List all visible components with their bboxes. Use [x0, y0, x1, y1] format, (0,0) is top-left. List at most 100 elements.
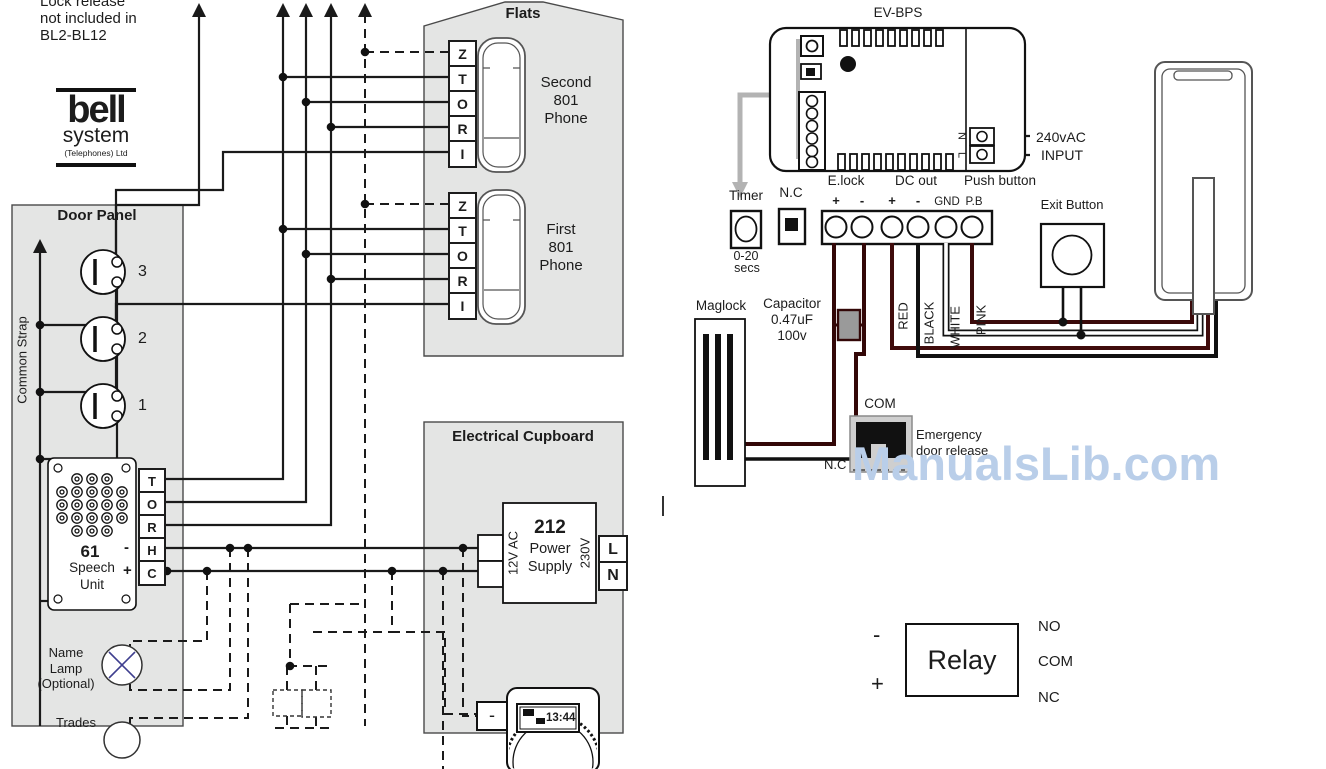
maglock-label: Maglock [695, 298, 747, 313]
speech-terminal-h: H [138, 537, 166, 563]
nc-box [777, 207, 807, 246]
junction-dots [35, 47, 1086, 671]
call-buttons [80, 249, 126, 429]
speech-unit-label-2: Unit [79, 577, 105, 592]
psu-12vac-label: 12V AC [505, 530, 521, 576]
clock-minus-label: - [489, 705, 495, 725]
black-wire [916, 243, 1218, 358]
colored-wires [745, 243, 1218, 461]
speech-terminal-c: C [138, 560, 166, 586]
phone2-terminal-z: Z [448, 40, 477, 68]
logo-word-bell: bell [67, 89, 126, 131]
phone1-terminal-i: I [448, 292, 477, 320]
pin-plus-1: + [832, 193, 840, 208]
common-strap-label: Common Strap [14, 316, 30, 404]
psu-terminal-n: N [598, 561, 628, 591]
evbps-unit [768, 26, 1027, 173]
timer-label: Timer [729, 188, 763, 203]
relay-minus: - [873, 622, 881, 647]
relay-nc: NC [1038, 689, 1060, 706]
manualslib-watermark: ManualsLib.com [852, 437, 1221, 490]
relay-no: NO [1038, 618, 1061, 635]
trades-label: Trades [56, 715, 96, 730]
phone1-terminal-t: T [448, 217, 477, 245]
button-2-label: 2 [138, 330, 147, 347]
phone1-terminal-z: Z [448, 192, 477, 220]
gray-arrow [737, 92, 770, 182]
connector-teeth-top [839, 29, 944, 47]
timer-range-1: 0-20 [733, 249, 759, 263]
phone2-terminal-i: I [448, 140, 477, 168]
dcout-group-label: DC out [894, 173, 938, 188]
connector-teeth-bottom [837, 153, 954, 171]
red-wire [890, 243, 1210, 350]
relay-box: Relay [905, 623, 1019, 697]
optional-dashed-boxes [272, 689, 332, 718]
speech-plus: + [123, 562, 132, 579]
timer-box [729, 209, 763, 250]
terminal-block [820, 209, 994, 246]
pin-minus-1: - [859, 193, 865, 208]
psu-230v-label: 230V [577, 537, 593, 569]
elock-group-label: E.lock [827, 173, 865, 188]
speech-minus: - [124, 539, 129, 556]
black-wire-label: BLACK [921, 301, 937, 345]
first-phone-handset [477, 189, 526, 325]
clock-time: 13:44 [546, 712, 576, 724]
relay-com: COM [1038, 653, 1073, 670]
phone2-terminal-o: O [448, 90, 477, 118]
logo-word-telephones: (Telephones) Ltd [64, 148, 128, 159]
pin-plus-2: + [888, 193, 896, 208]
led-dot [840, 56, 856, 72]
gray-arrowhead [732, 182, 748, 198]
text-cursor-artifact [662, 496, 664, 516]
time-clock [476, 687, 600, 769]
name-lamp-symbol [101, 644, 143, 686]
dashed-wires [129, 14, 477, 769]
capacitor-body [836, 308, 862, 342]
maglock-body [694, 318, 746, 487]
exit-button-body [1039, 222, 1106, 289]
second-phone-handset [477, 37, 526, 173]
red-wire-label: RED [895, 302, 911, 330]
power-supply-body [477, 502, 597, 604]
relay-plus: + [871, 671, 884, 696]
white-wire [944, 243, 1202, 335]
phone1-terminal-r: R [448, 267, 477, 295]
cupboard-title: Electrical Cupboard [452, 428, 594, 445]
phone1-terminal-o: O [448, 242, 477, 270]
pin-gnd: GND [934, 196, 960, 208]
speech-unit-label-1: Speech [69, 560, 115, 575]
door-panel-title: Door Panel [57, 207, 137, 224]
input-240vac-label: 240vAC [1036, 129, 1086, 145]
timer-range-2: secs [734, 261, 760, 275]
logo-word-system: system [62, 124, 130, 148]
bell-system-logo: bell system (Telephones) Ltd [56, 88, 136, 168]
evbps-l-label: L [955, 151, 968, 159]
door-frame [1154, 61, 1253, 315]
pin-pb: P.B [965, 196, 983, 208]
riser-arrows [33, 3, 372, 253]
com-label: COM [864, 396, 896, 411]
psu-model: 212 [534, 517, 566, 538]
psu-label-2: Supply [527, 559, 573, 575]
phone2-terminal-r: R [448, 115, 477, 143]
speaker-holes [56, 473, 128, 537]
flats-title: Flats [505, 5, 541, 22]
phone2-terminal-t: T [448, 65, 477, 93]
evbps-title: EV-BPS [873, 5, 923, 20]
psu-label-1: Power [529, 541, 571, 557]
speech-unit-number: 61 [80, 542, 100, 561]
trades-lamp-symbol [103, 721, 141, 759]
evbps-n-label: N [955, 132, 968, 140]
exit-button-label: Exit Button [1040, 197, 1104, 212]
push-group-label: Push button [963, 173, 1037, 188]
input-label: INPUT [1041, 147, 1083, 163]
release-nc-label: N.C [824, 457, 847, 472]
